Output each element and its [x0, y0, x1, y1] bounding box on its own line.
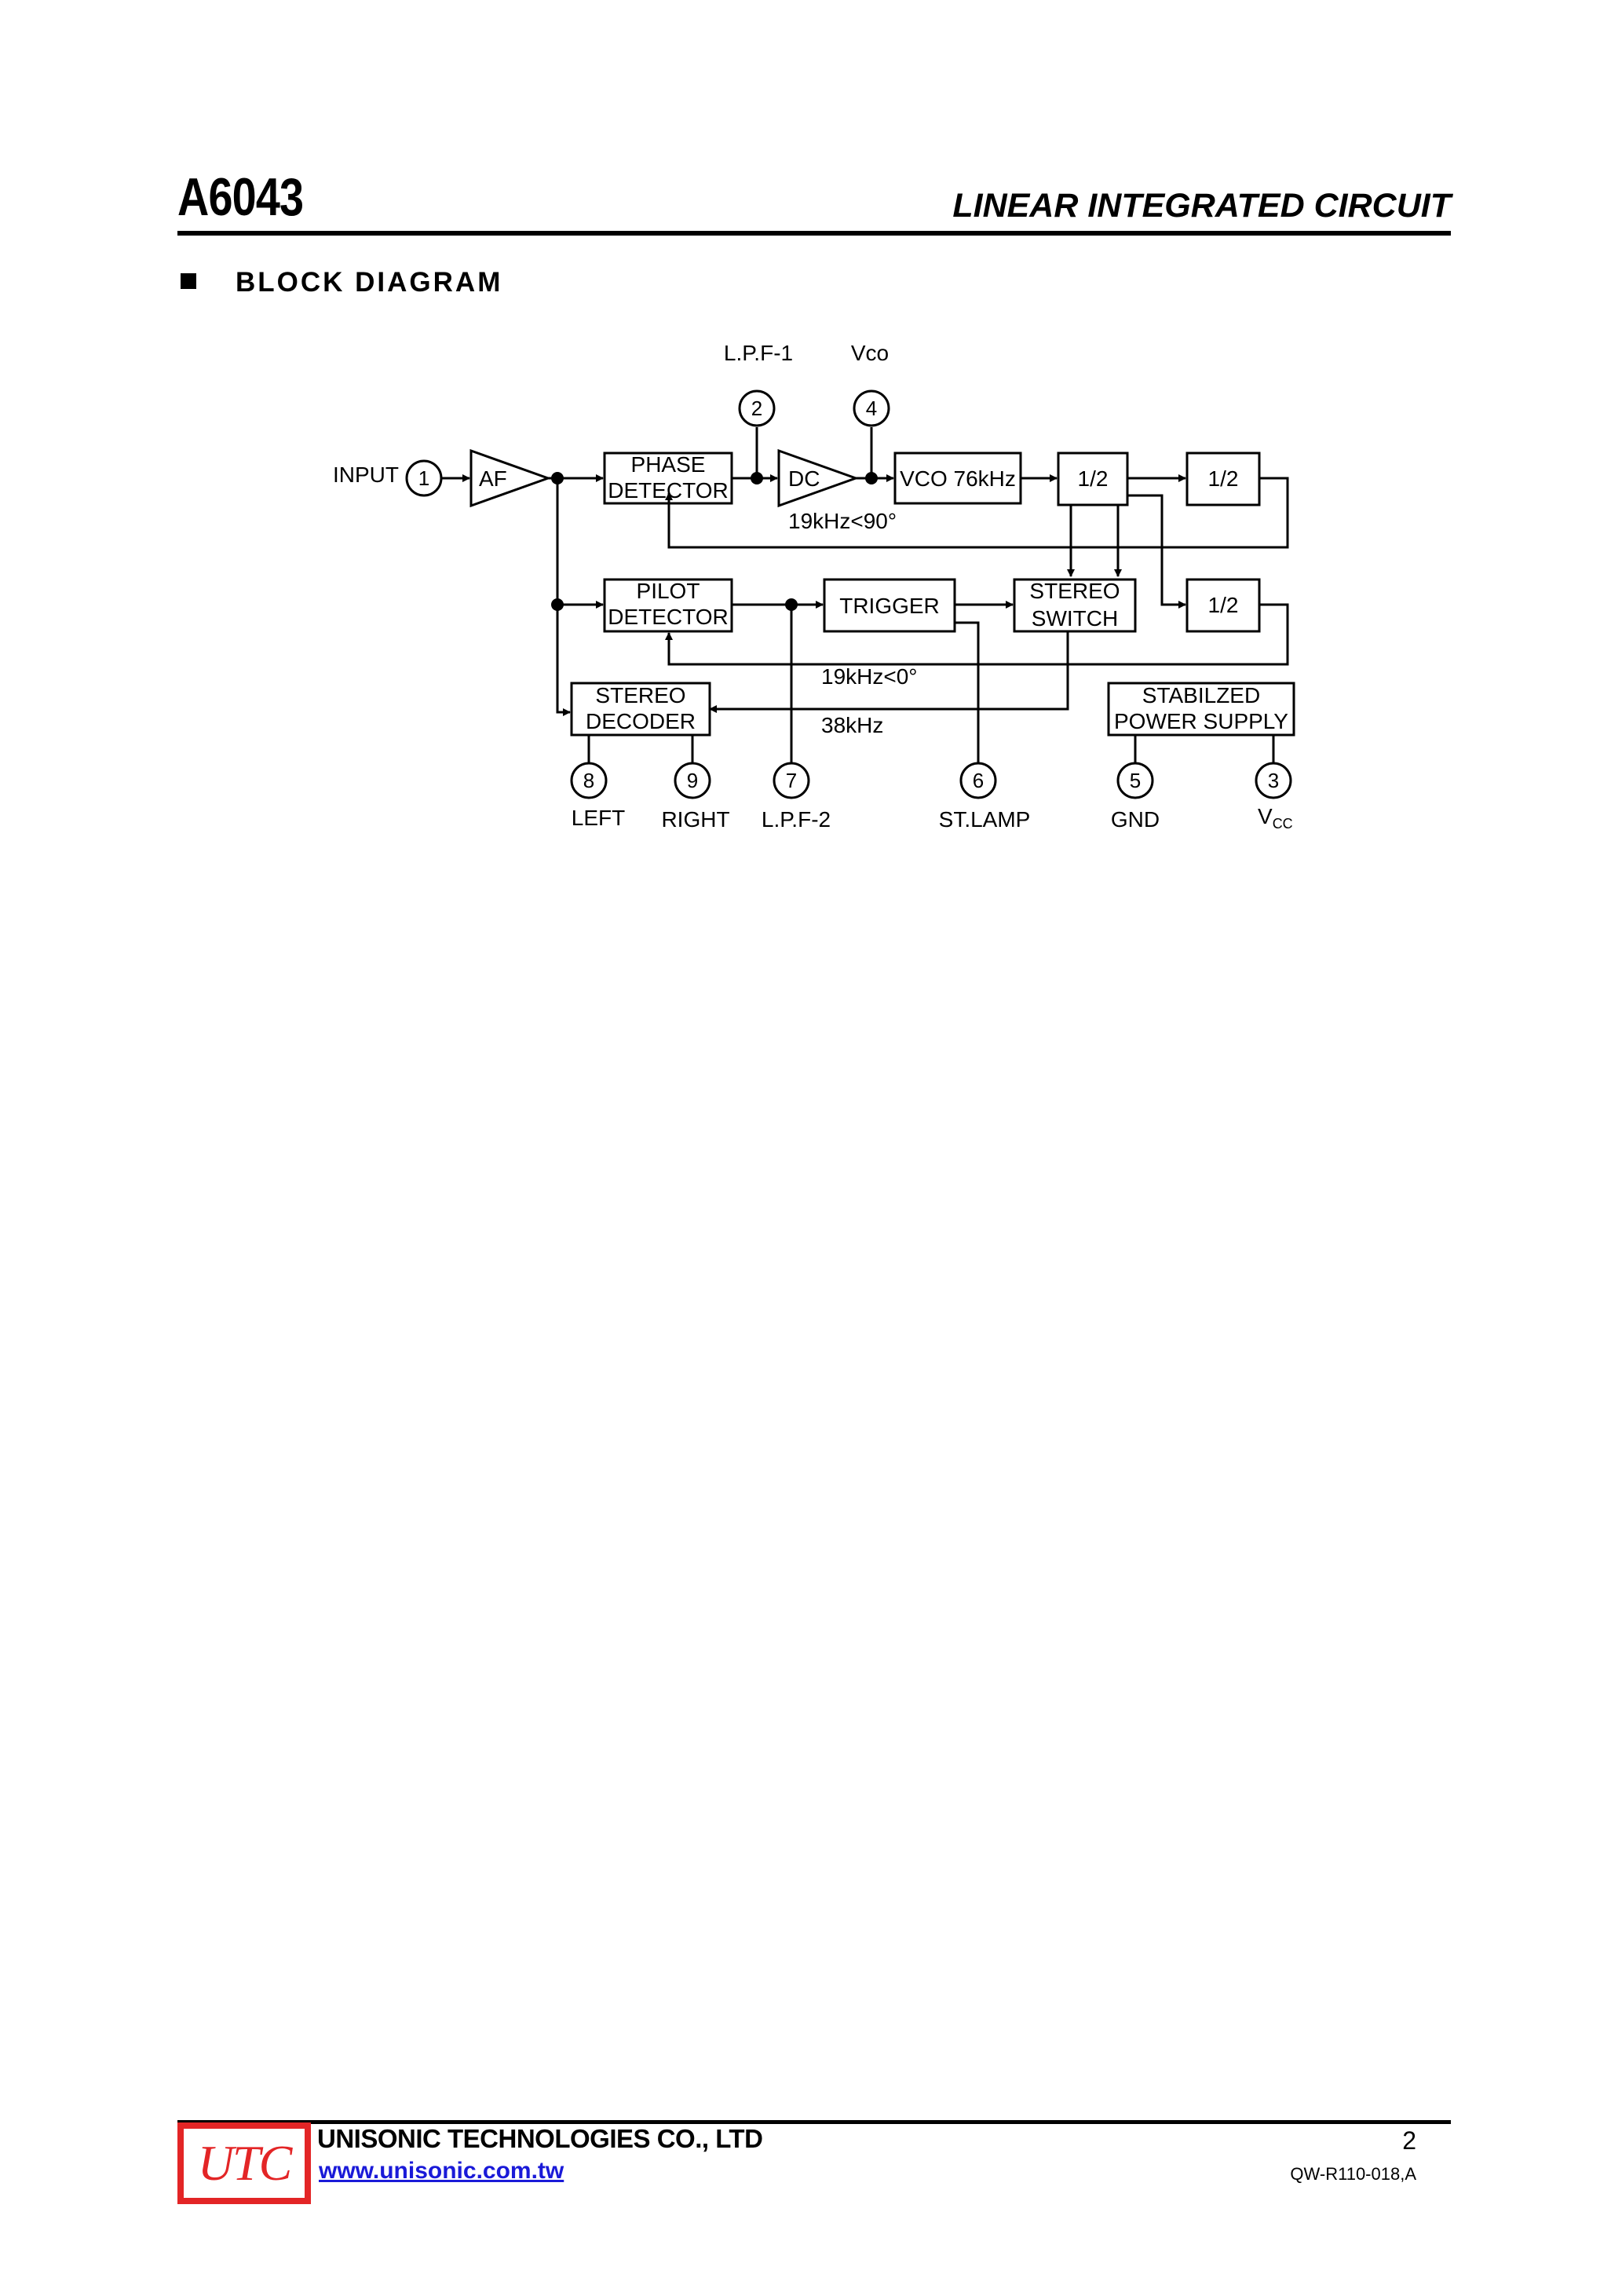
- section-title: BLOCK DIAGRAM: [236, 267, 503, 298]
- stereo-switch-label-1: STEREO: [1029, 579, 1120, 603]
- pin-3-number: 3: [1268, 769, 1279, 792]
- pin-3-label-main: V: [1258, 804, 1273, 828]
- document-type: LINEAR INTEGRATED CIRCUIT: [952, 187, 1451, 225]
- logo-text: UTC: [197, 2135, 292, 2191]
- pin-7-number: 7: [786, 769, 797, 792]
- document-code: QW-R110-018,A: [1290, 2164, 1416, 2184]
- phase-detector-label-2: DETECTOR: [608, 478, 729, 503]
- pin-3-label-sub: CC: [1273, 816, 1293, 832]
- power-supply-label-1: STABILZED: [1142, 683, 1260, 707]
- stereo-decoder-label-2: DECODER: [586, 709, 696, 733]
- pin-9-label: RIGHT: [661, 807, 729, 832]
- pilot-detector-label-1: PILOT: [637, 579, 700, 603]
- company-name: UNISONIC TECHNOLOGIES CO., LTD: [317, 2124, 763, 2153]
- pin-1-number: 1: [418, 466, 429, 490]
- pilot-detector-label-2: DETECTOR: [608, 605, 729, 629]
- dc-label: DC: [788, 466, 820, 491]
- page-number: 2: [1402, 2126, 1416, 2155]
- pin-4-number: 4: [866, 397, 877, 420]
- header-rule: [177, 231, 1451, 236]
- pin-8-number: 8: [583, 769, 594, 792]
- stereo-decoder-label-1: STEREO: [595, 683, 685, 707]
- signal-label-pilot: 19kHz<0°: [821, 664, 918, 689]
- pin-5-number: 5: [1130, 769, 1141, 792]
- utc-logo: UTC: [177, 2122, 311, 2204]
- pin-7-label: L.P.F-2: [762, 807, 831, 832]
- pin-9-number: 9: [687, 769, 698, 792]
- half-divider-3-label: 1/2: [1208, 593, 1239, 617]
- pin-8-label: LEFT: [572, 806, 625, 830]
- vco-label: VCO 76kHz: [900, 466, 1016, 491]
- power-supply-label-2: POWER SUPPLY: [1114, 709, 1288, 733]
- stereo-switch-label-2: SWITCH: [1032, 606, 1118, 631]
- pin-6-label: ST.LAMP: [939, 807, 1031, 832]
- pin-2-label: L.P.F-1: [724, 341, 793, 365]
- square-bullet-icon: [181, 273, 196, 289]
- website-link[interactable]: www.unisonic.com.tw: [319, 2158, 564, 2184]
- pin-2-number: 2: [751, 397, 762, 420]
- signal-label-phase: 19kHz<90°: [788, 509, 897, 533]
- part-number: A6043: [177, 167, 304, 227]
- pin-3-label: VCC: [1258, 804, 1293, 832]
- signal-label-38k: 38kHz: [821, 713, 883, 737]
- half-divider-1-label: 1/2: [1078, 466, 1109, 491]
- phase-detector-label-1: PHASE: [631, 452, 706, 477]
- pin-5-label: GND: [1111, 807, 1160, 832]
- af-label: AF: [479, 466, 507, 491]
- section-heading: BLOCK DIAGRAM: [181, 267, 502, 298]
- trigger-label: TRIGGER: [839, 594, 940, 618]
- footer-rule: [177, 2120, 1451, 2124]
- half-divider-2-label: 1/2: [1208, 466, 1239, 491]
- pin-4-label: Vco: [851, 341, 889, 365]
- pin-1-label: INPUT: [333, 462, 399, 487]
- pin-6-number: 6: [973, 769, 984, 792]
